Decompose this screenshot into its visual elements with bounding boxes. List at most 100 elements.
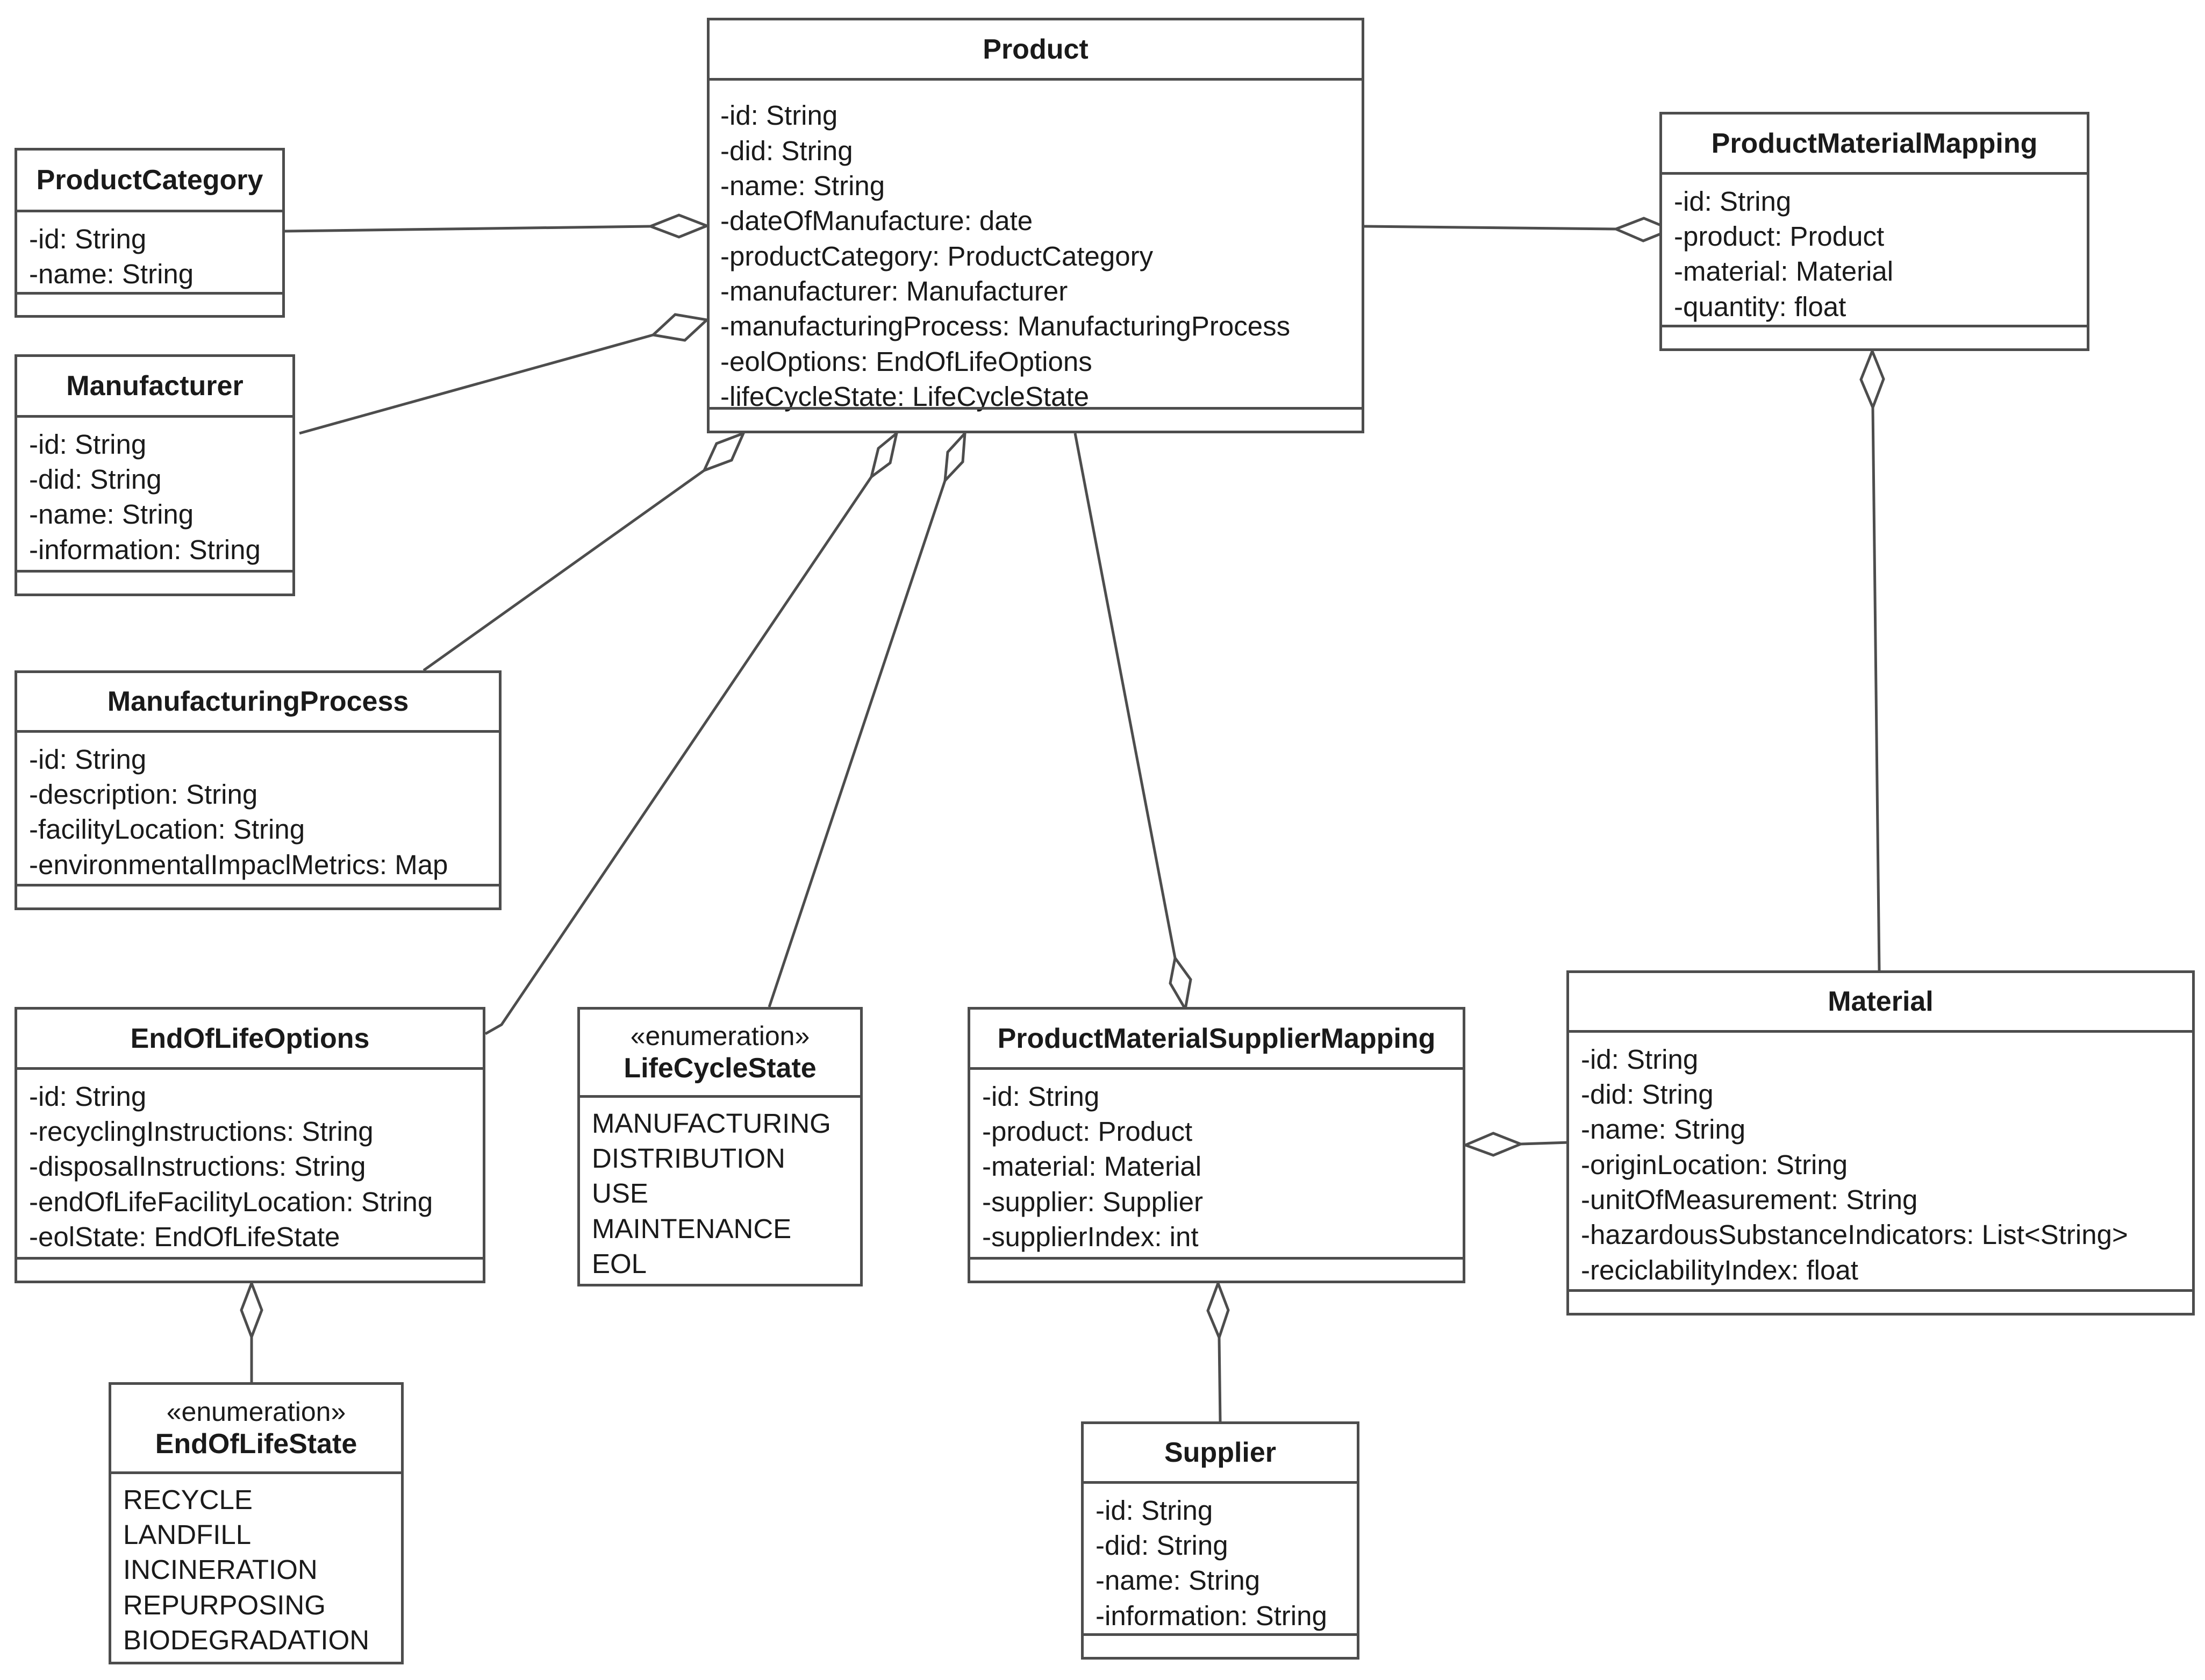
attribute: -material: Material: [1674, 256, 1894, 287]
class-header: EndOfLifeOptions: [17, 1010, 483, 1070]
aggregation-product-productcategory: [284, 213, 711, 239]
attribute: -name: String: [1096, 1565, 1261, 1596]
operations-compartment: [970, 1257, 1463, 1281]
attribute: -quantity: float: [1674, 291, 1846, 322]
aggregation-product-lifecyclestate: [768, 429, 967, 1007]
aggregation-diamond-icon: [647, 213, 711, 239]
attribute: -information: String: [1096, 1600, 1327, 1631]
attribute: -id: String: [982, 1081, 1100, 1112]
aggregation-diamond-icon: [1169, 954, 1192, 1013]
operations-compartment: [1569, 1289, 2192, 1313]
class-header: ProductMaterialMapping: [1662, 115, 2087, 175]
enum-life-cycle-state: «enumeration» LifeCycleState MANUFACTURI…: [577, 1007, 863, 1286]
attribute: -description: String: [29, 779, 258, 810]
aggregation-productmaterialsuppliermapping-product: [1073, 433, 1192, 1013]
class-header: ProductMaterialSupplierMapping: [970, 1010, 1463, 1070]
class-header: Material: [1569, 973, 2192, 1033]
class-name: EndOfLifeOptions: [130, 1023, 370, 1054]
enum-end-of-life-state: «enumeration» EndOfLifeState RECYCLE LAN…: [109, 1382, 404, 1664]
aggregation-diamond-icon: [1206, 1279, 1230, 1342]
enum-literal: BIODEGRADATION: [123, 1625, 370, 1655]
class-header: Supplier: [1084, 1424, 1357, 1484]
class-header: Manufacturer: [17, 357, 292, 418]
attribute: -did: String: [29, 464, 162, 495]
class-manufacturing-process: ManufacturingProcess -id: String -descri…: [15, 670, 502, 910]
attribute: -information: String: [29, 534, 261, 565]
class-product-material-mapping: ProductMaterialMapping -id: String -prod…: [1659, 112, 2089, 351]
attribute: -did: String: [1096, 1530, 1228, 1561]
aggregation-product-manufacturer: [299, 313, 710, 435]
attribute: -id: String: [29, 744, 147, 775]
attribute: -eolState: EndOfLifeState: [29, 1221, 340, 1252]
attribute: -id: String: [1581, 1044, 1699, 1075]
attribute: -unitOfMeasurement: String: [1581, 1184, 1918, 1215]
class-name: ProductMaterialSupplierMapping: [997, 1023, 1436, 1054]
class-name: LifeCycleState: [624, 1052, 817, 1084]
attribute: -endOfLifeFacilityLocation: String: [29, 1186, 433, 1217]
attribute: -supplierIndex: int: [982, 1221, 1199, 1252]
class-name: EndOfLifeState: [155, 1428, 357, 1460]
attribute: -eolOptions: EndOfLifeOptions: [720, 346, 1092, 377]
aggregation-product-endoflifeoptions: [484, 430, 899, 1035]
class-supplier: Supplier -id: String -did: String -name:…: [1081, 1421, 1359, 1660]
attribute: -did: String: [720, 135, 853, 166]
class-name: Material: [1828, 986, 1934, 1017]
class-product-material-supplier-mapping: ProductMaterialSupplierMapping -id: Stri…: [968, 1007, 1465, 1283]
attribute: -environmentalImpaclMetrics: Map: [29, 849, 448, 880]
attribute: -id: String: [720, 100, 838, 131]
attribute: -reciclabilityIndex: float: [1581, 1255, 1858, 1285]
aggregation-productmaterialmapping-material: [1859, 347, 1885, 971]
attribute: -material: Material: [982, 1151, 1202, 1182]
attribute: -id: String: [29, 224, 147, 254]
aggregation-diamond-icon: [650, 313, 710, 342]
attribute: -name: String: [720, 170, 885, 201]
class-name: ManufacturingProcess: [107, 686, 409, 717]
enum-literal: DISTRIBUTION: [592, 1143, 785, 1174]
enum-literal: REPURPOSING: [123, 1590, 326, 1620]
class-header: «enumeration» LifeCycleState: [580, 1010, 860, 1098]
class-header: Product: [710, 20, 1362, 81]
enum-literal: USE: [592, 1178, 648, 1209]
class-name: Manufacturer: [66, 370, 244, 402]
aggregation-diamond-icon: [869, 430, 899, 481]
class-end-of-life-options: EndOfLifeOptions -id: String -recyclingI…: [15, 1007, 485, 1283]
aggregation-endoflifeoptions-endoflifestate: [240, 1279, 263, 1382]
class-material: Material -id: String -did: String -name:…: [1566, 970, 2195, 1316]
attribute: -name: String: [1581, 1114, 1746, 1145]
attribute: -id: String: [29, 429, 147, 460]
attribute: -manufacturingProcess: ManufacturingProc…: [720, 311, 1291, 341]
class-name: Product: [983, 33, 1089, 65]
attribute: -supplier: Supplier: [982, 1186, 1204, 1217]
class-name: Supplier: [1164, 1437, 1277, 1468]
operations-compartment: [17, 884, 499, 907]
class-manufacturer: Manufacturer -id: String -did: String -n…: [15, 354, 295, 596]
attribute: -id: String: [1674, 186, 1792, 217]
attribute: -hazardousSubstanceIndicators: List<Stri…: [1581, 1219, 2128, 1250]
attribute: -productCategory: ProductCategory: [720, 241, 1154, 271]
aggregation-diamond-icon: [1612, 217, 1675, 242]
attribute: -manufacturer: Manufacturer: [720, 276, 1068, 306]
aggregation-productmaterialsuppliermapping-material: [1462, 1132, 1570, 1157]
attribute: -name: String: [29, 499, 194, 530]
attribute: -id: String: [1096, 1495, 1213, 1526]
enum-literal: LANDFILL: [123, 1519, 252, 1550]
attribute: -originLocation: String: [1581, 1149, 1848, 1180]
operations-compartment: [17, 1257, 483, 1281]
class-header: «enumeration» EndOfLifeState: [111, 1385, 401, 1474]
class-header: ManufacturingProcess: [17, 673, 499, 733]
enum-literal: RECYCLE: [123, 1484, 253, 1515]
aggregation-diamond-icon: [701, 431, 746, 473]
operations-compartment: [17, 570, 292, 594]
aggregation-diamond-icon: [943, 429, 967, 485]
class-name: ProductCategory: [36, 165, 263, 196]
operations-compartment: [1662, 325, 2087, 348]
aggregation-diamond-icon: [1462, 1132, 1524, 1157]
attribute: -name: String: [29, 259, 194, 289]
attribute: -lifeCycleState: LifeCycleState: [720, 381, 1089, 412]
class-product: Product -id: String -did: String -name: …: [707, 18, 1364, 433]
attribute: -product: Product: [1674, 221, 1885, 252]
attribute: -dateOfManufacture: date: [720, 205, 1033, 236]
attribute: -recyclingInstructions: String: [29, 1116, 374, 1147]
